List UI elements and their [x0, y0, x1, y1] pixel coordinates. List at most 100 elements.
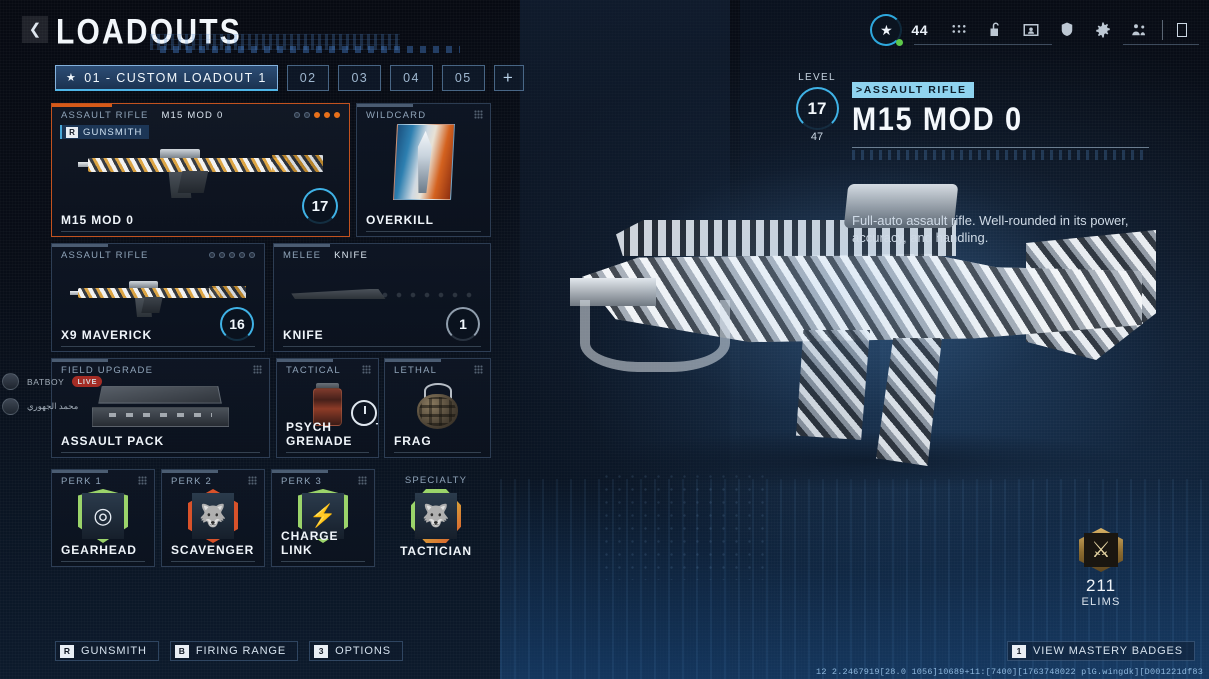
- prompt-label: VIEW MASTERY BADGES: [1033, 645, 1183, 657]
- badge-glyph: ⚔: [1091, 537, 1111, 562]
- render-magazine: [796, 330, 870, 440]
- grenade-lever: [424, 382, 452, 399]
- slot-tactical[interactable]: TACTICAL PSYCH GRENADE: [276, 358, 379, 458]
- avatar: [2, 373, 19, 390]
- gunsmith-shortcut[interactable]: R GUNSMITH: [60, 125, 150, 139]
- weapon-level-badge-secondary: 16: [220, 307, 254, 341]
- id-card-icon[interactable]: [1022, 21, 1040, 39]
- loadout-tab-01-label: 01 - CUSTOM LOADOUT 1: [84, 70, 267, 85]
- loadout-tab-03[interactable]: 03: [338, 65, 382, 91]
- unlock-icon[interactable]: [986, 21, 1004, 39]
- slot-perk-2[interactable]: PERK 2 🐺 SCAVENGER: [161, 469, 265, 567]
- case-lid: [98, 386, 223, 404]
- slot-melee[interactable]: MELEE KNIFE 1 KNIFE: [273, 243, 491, 352]
- mastery-badge[interactable]: ⚔ 211 ELIMS: [1063, 528, 1139, 608]
- prompt-label: FIRING RANGE: [195, 645, 287, 657]
- loadout-tab-05[interactable]: 05: [441, 65, 485, 91]
- attachment-dot: [314, 112, 320, 118]
- stream-overlay-secondary: محمد الجهوري: [2, 398, 78, 415]
- loadout-tab-02[interactable]: 02: [286, 65, 330, 91]
- weapon-level-badge-melee: 1: [446, 307, 480, 341]
- weapon-detail-title: M15 MOD 0: [852, 102, 1023, 138]
- prompt-options[interactable]: 3 OPTIONS: [309, 641, 403, 661]
- player-rank-badge[interactable]: ★: [870, 14, 904, 46]
- gear-icon[interactable]: [1094, 21, 1112, 39]
- render-handguard: [580, 300, 730, 372]
- detail-rule: [852, 147, 1149, 148]
- card-grip-icon: [358, 476, 367, 485]
- knife-illustration: [291, 282, 473, 309]
- attachment-dot: [304, 112, 310, 118]
- gun-illustration: [73, 136, 328, 200]
- header-underline-left: [914, 44, 1052, 45]
- header-divider: [1162, 20, 1163, 40]
- gun-body: [88, 157, 288, 172]
- attachment-dot: [249, 252, 255, 258]
- card-corner-accent: [52, 104, 112, 107]
- slot-label-perk-1: PERK 1: [61, 476, 102, 487]
- card-corner-accent: [274, 244, 330, 247]
- gun-stock: [272, 155, 324, 172]
- add-loadout-button[interactable]: +: [493, 65, 524, 91]
- slot-weapon-melee: KNIFE: [334, 250, 369, 261]
- card-name-perk-3: CHARGE LINK: [281, 529, 339, 557]
- card-underline: [286, 452, 369, 453]
- prompt-key-glyph: R: [60, 644, 74, 658]
- card-name-perk-2: SCAVENGER: [171, 543, 255, 557]
- frag-grenade-illustration: [410, 382, 465, 430]
- attachment-dots-primary: [294, 112, 340, 118]
- slot-specialty[interactable]: SPECIALTY 🐺 TACTICIAN: [381, 469, 491, 567]
- card-underline: [61, 346, 255, 347]
- tactical-art: [277, 377, 378, 435]
- card-underline: [366, 231, 481, 232]
- slot-perk-1[interactable]: PERK 1 ◎ GEARHEAD: [51, 469, 155, 567]
- online-status-dot: [896, 39, 904, 46]
- card-name-specialty: TACTICIAN: [400, 544, 472, 558]
- shield-crest-icon[interactable]: [1058, 21, 1076, 39]
- render-shadow: [596, 430, 1136, 490]
- card-underline: [61, 452, 260, 453]
- player-rank-level: 44: [911, 22, 928, 38]
- gun-illustration: [67, 272, 249, 319]
- attachment-dots-secondary: [209, 252, 255, 258]
- squad-people-icon[interactable]: [1130, 21, 1148, 39]
- perk-3-art: ⚡: [272, 488, 374, 544]
- attachment-dot: [324, 112, 330, 118]
- card-corner-accent: [272, 470, 328, 473]
- slot-secondary-weapon[interactable]: ASSAULT RIFLE 16 X9 MAVERICK: [51, 243, 265, 352]
- slot-lethal[interactable]: LETHAL FRAG: [384, 358, 491, 458]
- apps-grid-icon[interactable]: [950, 21, 968, 39]
- grenade-cap: [316, 383, 339, 390]
- loadout-tabs: ★ 01 - CUSTOM LOADOUT 1 02 03 04 05 +: [55, 65, 524, 91]
- perk-inner: 🐺: [192, 493, 234, 539]
- header-underline-right: [1123, 44, 1199, 45]
- prompt-gunsmith[interactable]: R GUNSMITH: [55, 641, 159, 661]
- perk-glyph: ⚡: [309, 503, 337, 528]
- slot-label-perk-3: PERK 3: [281, 476, 322, 487]
- detail-decoration: [852, 150, 1149, 160]
- title-decoration-secondary: [160, 46, 460, 53]
- card-underline: [283, 346, 481, 347]
- slot-label-wildcard: WILDCARD: [366, 110, 427, 121]
- card-corner-accent: [357, 104, 413, 107]
- primary-weapon-art: [52, 122, 349, 214]
- loadout-tab-04[interactable]: 04: [390, 65, 433, 91]
- battery-icon: [1177, 23, 1187, 37]
- prompt-view-mastery-badges[interactable]: 1 VIEW MASTERY BADGES: [1007, 641, 1195, 661]
- prompt-firing-range[interactable]: B FIRING RANGE: [169, 641, 299, 661]
- slot-label-lethal: LETHAL: [394, 365, 438, 376]
- loadout-tab-01[interactable]: ★ 01 - CUSTOM LOADOUT 1: [55, 65, 278, 91]
- slot-primary-weapon[interactable]: ASSAULT RIFLE M15 MOD 0 R GUNSMITH: [51, 103, 350, 237]
- prompt-label: GUNSMITH: [81, 645, 147, 657]
- back-button[interactable]: ❮: [22, 16, 48, 43]
- slot-field-upgrade[interactable]: FIELD UPGRADE ASSAULT PACK: [51, 358, 270, 458]
- weapon-description: Full-auto assault rifle. Well-rounded in…: [852, 213, 1129, 245]
- slot-perk-3[interactable]: PERK 3 ⚡ CHARGE LINK: [271, 469, 375, 567]
- weapon-level-badge-primary: 17: [302, 188, 338, 224]
- gun-body: [77, 287, 220, 299]
- prompt-label: OPTIONS: [335, 645, 391, 657]
- hyena-head-icon: 🐺: [188, 489, 238, 543]
- slot-wildcard[interactable]: WILDCARD OVERKILL: [356, 103, 491, 237]
- assault-pack-illustration: [89, 385, 232, 427]
- slot-label-perk-2: PERK 2: [171, 476, 212, 487]
